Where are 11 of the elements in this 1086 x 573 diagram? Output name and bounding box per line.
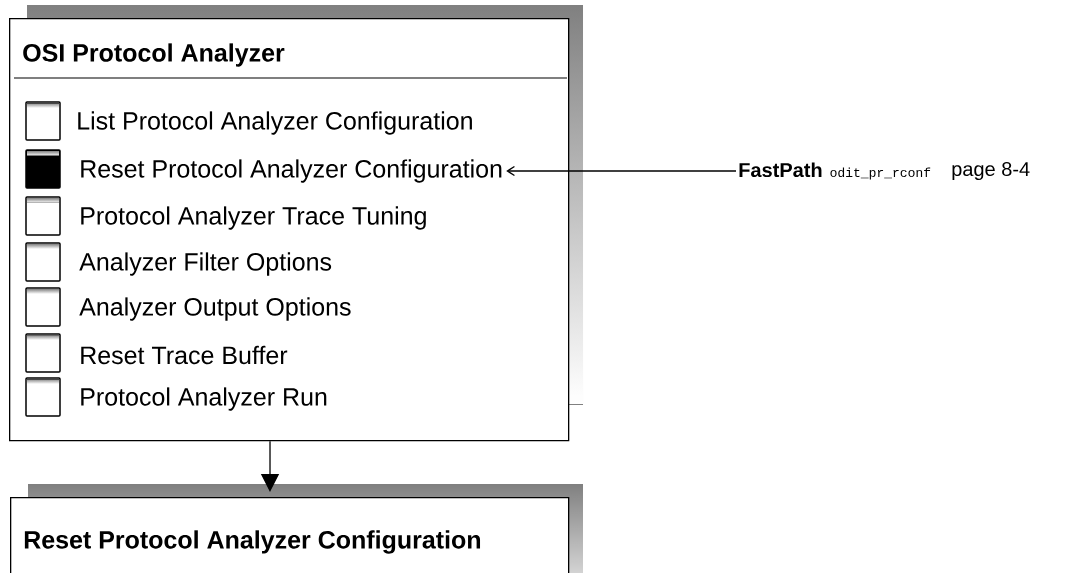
arrow bbox=[506, 165, 737, 177]
menu-item: List Protocol Analyzer Configuration bbox=[78, 111, 472, 135]
menu-item: Reset Protocol Analyzer Configuration bbox=[81, 159, 502, 183]
menu-item: Analyzer Filter Options bbox=[79, 252, 332, 276]
menu-item: Protocol Analyzer Trace Tuning bbox=[81, 206, 426, 230]
menu-item: Protocol Analyzer Run bbox=[81, 387, 327, 411]
page-reference: page 8-4 bbox=[952, 161, 1030, 181]
menu-item: Analyzer Output Options bbox=[79, 297, 351, 321]
menu-item: Reset Trace Buffer bbox=[81, 345, 288, 365]
window-box: Reset Protocol Analyzer Configuration bbox=[10, 484, 583, 573]
fastpath-label: FastPath odit_pr_rconf bbox=[739, 162, 931, 180]
